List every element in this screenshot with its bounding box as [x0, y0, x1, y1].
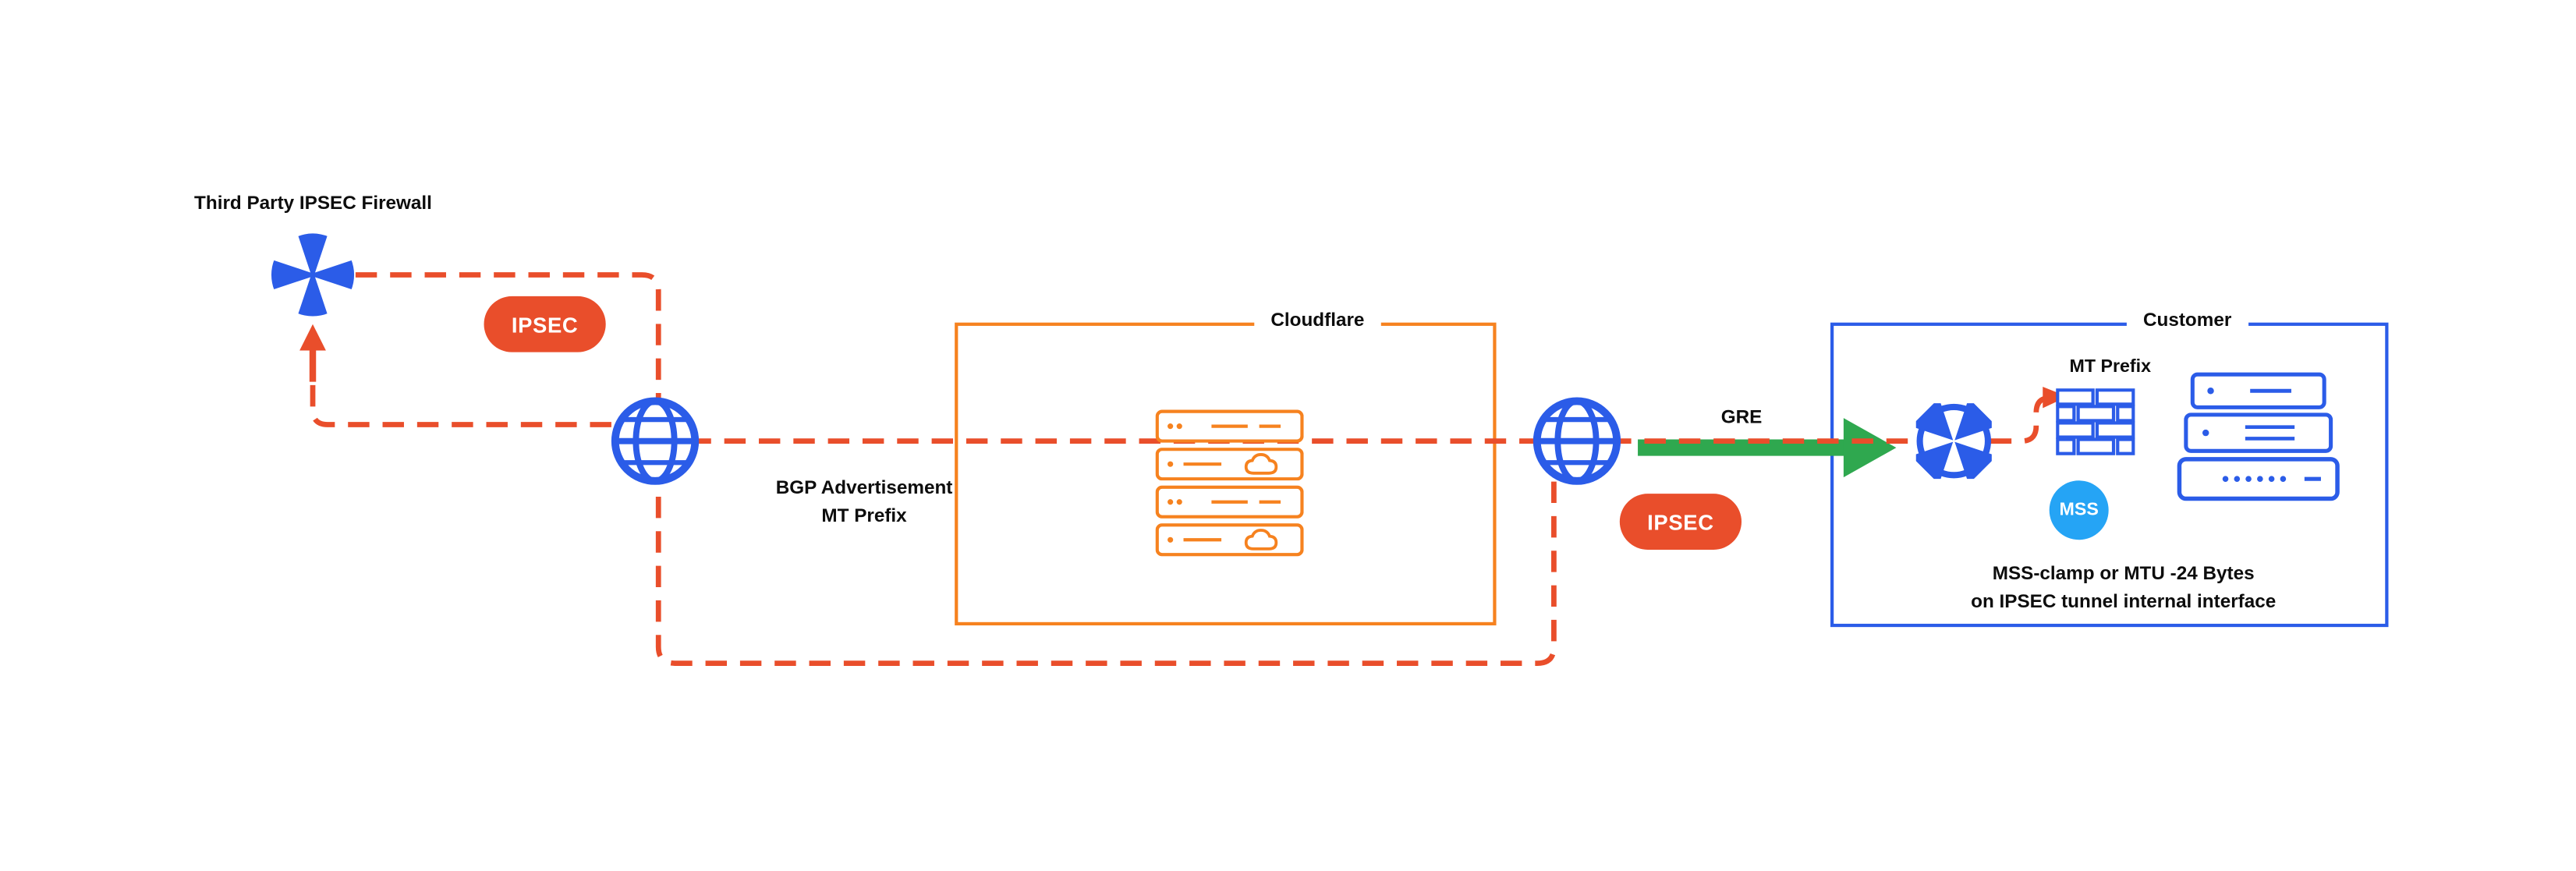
up-arrow-head: [299, 324, 326, 351]
customer-servers-icon: [2176, 372, 2340, 504]
dashed-path-outer-loop: [355, 272, 1557, 666]
router-icon-third-party: [270, 232, 356, 318]
mt-prefix-arrow-head: [2043, 386, 2068, 409]
customer-box-label: Customer: [2126, 310, 2248, 331]
server-unit: [1155, 409, 1304, 443]
gre-arrow-head: [1843, 418, 1897, 478]
cloudflare-box: Cloudflare: [955, 310, 1497, 626]
cloudflare-box-label: Cloudflare: [1254, 310, 1381, 331]
server-stack: [2177, 372, 2340, 501]
router-icon-solid: [270, 232, 356, 318]
cloud-glyph: [1244, 453, 1278, 475]
bgp-line-1: BGP Advertisement: [775, 479, 953, 499]
mss-clamp-note: MSS-clamp or MTU -24 Bytes on IPSEC tunn…: [1918, 561, 2330, 618]
mt-prefix-label: MT Prefix: [2069, 357, 2152, 377]
bgp-advertisement-label: BGP Advertisement MT Prefix: [732, 476, 996, 530]
mss-note-line-2: on IPSEC tunnel internal interface: [1971, 592, 2277, 613]
cloudflare-servers-icon: [1155, 409, 1304, 557]
cloud-glyph: [1244, 529, 1278, 551]
mss-note-line-1: MSS-clamp or MTU -24 Bytes: [1992, 564, 2255, 585]
server-unit: [1155, 485, 1304, 519]
server-unit-cloud: [1155, 523, 1304, 557]
third-party-firewall-label: Third Party IPSEC Firewall: [194, 194, 432, 214]
ipsec-badge-left: IPSEC: [484, 296, 606, 352]
dashed-path-mt-prefix: [1990, 395, 2047, 444]
router-icon-customer: [1915, 403, 1992, 480]
mss-badge: MSS: [2049, 480, 2109, 540]
globe-glyph: [611, 397, 700, 485]
server-unit-cloud: [1155, 448, 1304, 481]
customer-box: Customer: [1830, 310, 2389, 628]
globe-icon-left: [609, 395, 701, 487]
globe-icon-right: [1531, 395, 1623, 487]
router-icon-outline: [1915, 403, 1992, 480]
firewall-icon: [2056, 388, 2135, 456]
globe-glyph: [1532, 397, 1621, 485]
bgp-line-2: MT Prefix: [821, 506, 907, 526]
dashed-path-return-to-firewall: [310, 384, 622, 427]
firewall-bricks: [2056, 388, 2135, 455]
gre-label: GRE: [1720, 408, 1763, 428]
ipsec-badge-right: IPSEC: [1619, 494, 1742, 550]
